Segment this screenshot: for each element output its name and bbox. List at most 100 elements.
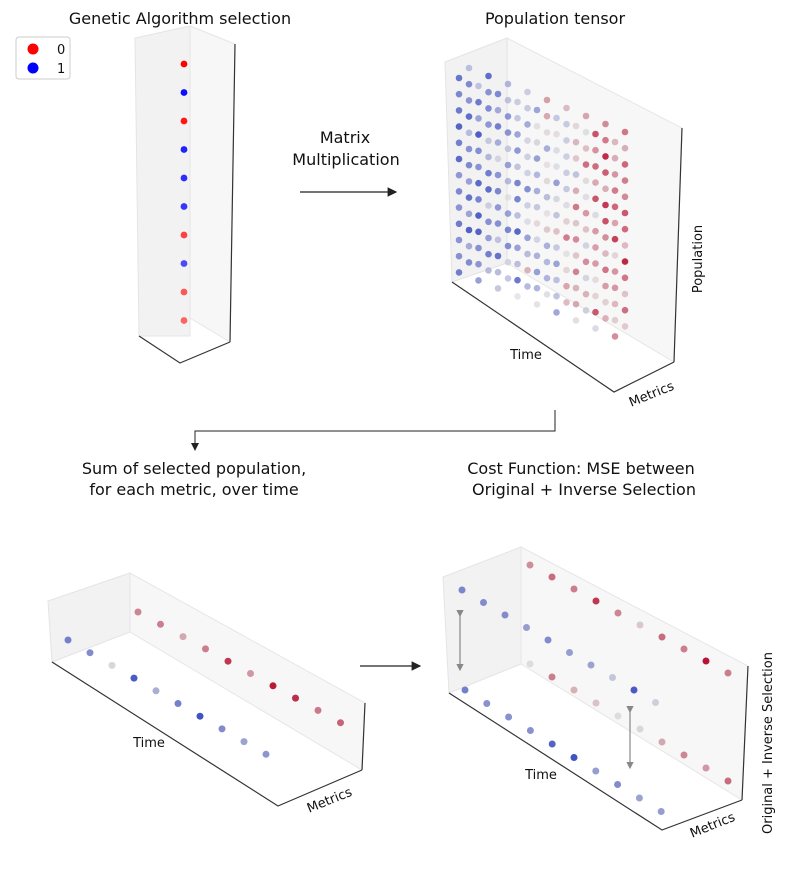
population-dot: [455, 188, 463, 195]
population-dot: [455, 155, 463, 163]
cost-lower-front-dot: [483, 700, 491, 707]
population-dot: [455, 171, 463, 179]
population-dot: [494, 123, 502, 130]
cost-lower-front-dot: [657, 808, 665, 815]
sum-back-dot: [134, 608, 142, 616]
population-dot: [494, 187, 502, 195]
population-dot: [543, 112, 551, 120]
population-dot: [524, 283, 531, 290]
cost-lower-back-dot: [548, 673, 556, 681]
population-dot: [611, 300, 619, 308]
population-dot: [514, 212, 521, 219]
population-dot: [533, 284, 541, 292]
population-dot: [504, 161, 512, 169]
population-dot: [504, 113, 512, 120]
population-dot: [465, 242, 473, 250]
population-dot: [592, 308, 599, 316]
cost-lower-front-dot: [548, 740, 556, 748]
population-dot: [611, 203, 619, 211]
population-dot: [504, 258, 512, 266]
population-dot: [621, 128, 629, 136]
population-dot: [524, 202, 531, 209]
population-dot: [563, 282, 570, 290]
population-dot: [563, 299, 570, 306]
population-dot: [582, 177, 590, 185]
population-dot: [514, 260, 521, 268]
selection-dot: [180, 89, 188, 96]
population-dot: [602, 266, 609, 274]
population-dot: [553, 147, 560, 154]
sum-title-line-2: for each metric, over time: [89, 480, 298, 499]
cost-lower-back-dot: [702, 764, 710, 772]
sum-time-label: Time: [132, 736, 165, 751]
sum-front-dot: [240, 738, 248, 746]
population-dot: [563, 218, 570, 225]
population-dot: [514, 195, 521, 203]
cost-upper-back-dot: [570, 585, 578, 593]
cost-lower-back-dot: [724, 777, 732, 785]
population-dot: [524, 137, 531, 144]
population-dot: [621, 209, 629, 217]
sum-back-dot: [247, 670, 254, 677]
population-dot: [611, 284, 619, 292]
selection-side-pane: [189, 25, 236, 343]
cost-axis-label: Original + Inverse Selection: [761, 652, 776, 834]
sum-metrics-label: Metrics: [305, 785, 355, 817]
cost-upper-back-dot: [548, 573, 556, 581]
population-dot: [563, 185, 570, 193]
population-dot: [563, 169, 570, 177]
cost-upper-front-dot: [587, 661, 595, 669]
population-dot: [611, 138, 619, 146]
population-dot: [524, 218, 531, 225]
operation: Matrix Multiplication: [292, 128, 400, 197]
population-dot: [465, 97, 473, 104]
population-dot: [592, 276, 599, 284]
population-dot: [592, 195, 599, 203]
population-dot: [543, 129, 551, 136]
cost-back-pane: [520, 546, 749, 801]
population-dot: [553, 292, 560, 300]
cost-lower-back-dot: [658, 738, 666, 746]
population-dot: [475, 244, 482, 252]
population-panel: Population tensor Time Metrics Populatio…: [444, 9, 706, 411]
population-dot: [465, 259, 473, 266]
sum-back-dot: [269, 682, 277, 690]
sum-front-dot: [152, 687, 160, 695]
population-dot: [553, 276, 560, 284]
population-dot: [621, 225, 629, 233]
population-dot: [524, 153, 531, 161]
cost-lower-back-dot: [636, 725, 644, 733]
population-dot: [485, 88, 492, 96]
population-dot: [553, 195, 560, 203]
cost-title-line-1: Cost Function: MSE between: [467, 459, 695, 478]
population-dot: [524, 121, 531, 128]
selection-dot: [180, 146, 188, 153]
population-dot: [582, 209, 590, 217]
population-dot: [504, 145, 512, 153]
selection-dot: [180, 203, 188, 210]
population-dot: [485, 250, 492, 258]
connector-arrow: [191, 410, 556, 451]
population-dot: [494, 139, 502, 146]
population-dot: [611, 219, 619, 227]
population-dot: [602, 185, 609, 193]
population-dot: [514, 147, 521, 154]
sum-front-dot: [174, 700, 182, 707]
cost-left-pane: [442, 546, 522, 694]
population-dot: [572, 171, 580, 178]
population-dot: [582, 128, 590, 136]
population-dot: [543, 258, 551, 266]
cost-upper-front-dot: [544, 636, 552, 644]
cost-lower-back-dot: [570, 686, 578, 694]
cost-time-label: Time: [524, 768, 557, 783]
population-dot: [543, 274, 551, 282]
population-dot: [475, 228, 482, 236]
population-dot: [465, 113, 473, 120]
sum-back-dot: [314, 706, 322, 714]
population-dot: [533, 139, 541, 146]
population-dot: [514, 244, 521, 252]
population-dot: [592, 325, 599, 332]
population-dot: [475, 277, 482, 284]
population-dot: [494, 268, 502, 276]
population-dot: [504, 275, 512, 282]
